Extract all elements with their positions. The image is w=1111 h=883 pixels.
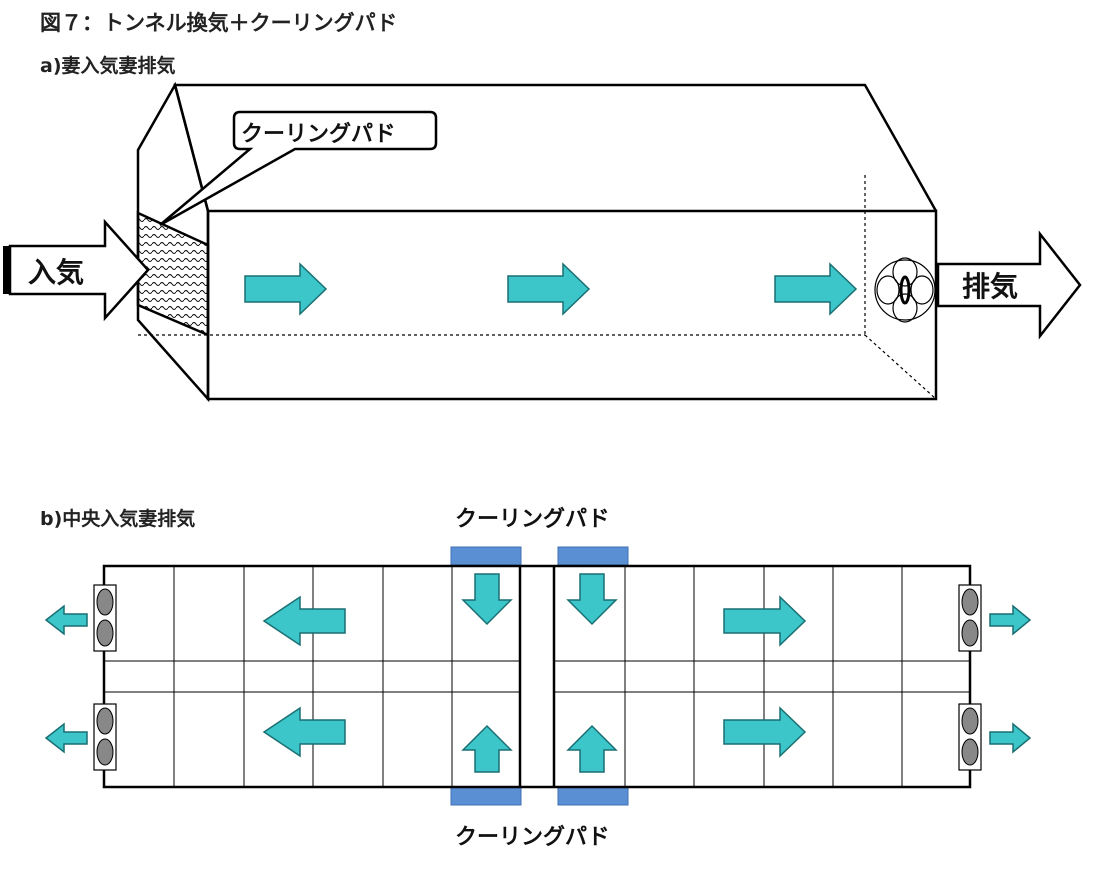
cooling-pad-bottom-right: [557, 786, 629, 806]
arrow-right-top: [723, 595, 807, 647]
cooling-pad-top-right: [557, 546, 629, 566]
arrow-down-left: [461, 573, 513, 626]
arrow-down-right: [566, 573, 618, 626]
cooling-pad-top-left: [450, 546, 522, 566]
panel-b-heading: b)中央入気妻排気: [40, 507, 195, 530]
cooling-pad: [136, 211, 210, 337]
figure-title: 図７：トンネル換気＋クーリングパド: [40, 11, 397, 35]
exhaust-arrow-right-top: [989, 604, 1032, 636]
airflow-arrows-b: [44, 573, 1032, 773]
bottom-pad-label: クーリングパド: [455, 824, 610, 850]
plan-grid: [104, 566, 970, 787]
plan-fans: [93, 584, 982, 771]
fan-right-bottom-icon: [958, 703, 982, 771]
cooling-pad-bottom-left: [450, 786, 522, 806]
outlet-label: 排気: [962, 270, 1018, 303]
exhaust-arrow-right-bottom: [989, 722, 1032, 754]
exhaust-arrow-left-bottom: [44, 722, 88, 754]
fan-left-top-icon: [93, 584, 117, 652]
exhaust-arrow-left-top: [44, 604, 88, 636]
arrow-right-bottom: [723, 706, 807, 758]
cooling-pads-b: [450, 546, 629, 806]
top-pad-label: クーリングパド: [455, 506, 610, 532]
arrow-up-left: [461, 724, 513, 773]
plan-outline: [102, 564, 972, 789]
exhaust-fan-icon: [874, 257, 936, 323]
cooling-pad-callout: [159, 110, 438, 227]
inlet-arrow: [8, 218, 150, 322]
fan-right-top-icon: [958, 584, 982, 652]
fan-left-bottom-icon: [93, 703, 117, 771]
outlet-arrow: [936, 230, 1082, 340]
plan-house: [102, 564, 972, 789]
inlet-label: 入気: [28, 256, 84, 289]
airflow-arrow: [507, 262, 591, 316]
airflow-arrow: [774, 262, 858, 316]
arrow-left-bottom: [262, 706, 346, 758]
arrow-left-top: [262, 595, 346, 647]
airflow-arrow: [244, 262, 328, 316]
callout-label: クーリングパド: [241, 121, 396, 147]
inlet-wall-mark: [3, 246, 11, 294]
house-hidden-edges: [138, 175, 937, 400]
arrow-up-right: [566, 724, 618, 773]
panel-a-heading: a)妻入気妻排気: [40, 54, 176, 77]
airflow-arrows-a: [244, 262, 858, 316]
